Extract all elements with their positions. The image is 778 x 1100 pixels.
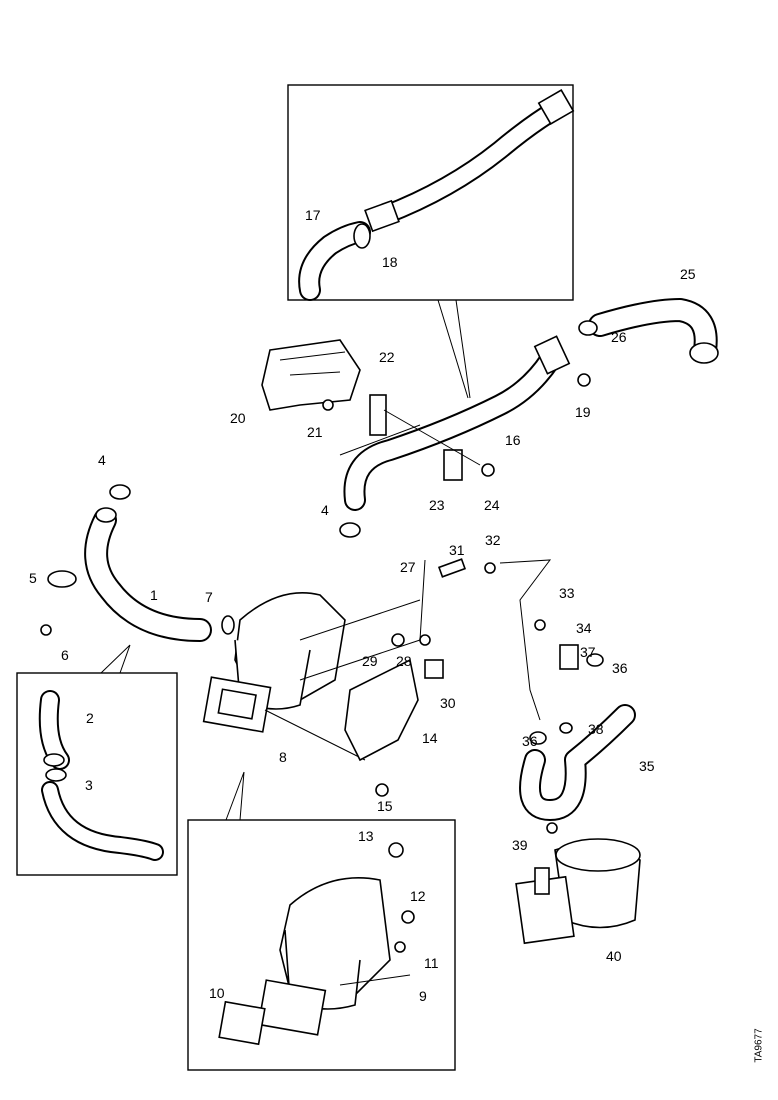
label-7: 7	[205, 589, 213, 605]
label-36a: 36	[612, 660, 628, 676]
bracket-22	[369, 394, 387, 436]
inset-box-left	[16, 672, 178, 876]
nut-24	[481, 463, 495, 477]
inset-callouts	[100, 299, 471, 821]
hose-2-inset	[38, 690, 164, 861]
label-34: 34	[576, 620, 592, 636]
label-29: 29	[362, 653, 378, 669]
label-23: 23	[429, 497, 445, 513]
label-9: 9	[419, 988, 427, 1004]
label-20: 20	[230, 410, 246, 426]
label-13: 13	[358, 828, 374, 844]
bracket-20	[261, 339, 361, 411]
part-labels: 1 2 3 4 4 5 6 7 8 9 10 11 12 13 14 15 16…	[29, 207, 696, 1004]
heater-inset	[218, 842, 415, 1046]
label-24: 24	[484, 497, 500, 513]
label-2: 2	[86, 710, 94, 726]
label-6: 6	[61, 647, 69, 663]
label-38: 38	[588, 721, 604, 737]
pipe-16-inset	[298, 89, 575, 301]
label-30: 30	[440, 695, 456, 711]
hose-35	[519, 644, 636, 834]
hose-25	[578, 298, 719, 364]
hose-1	[40, 484, 361, 642]
label-37: 37	[580, 644, 596, 660]
label-27: 27	[400, 559, 416, 575]
label-28: 28	[396, 653, 412, 669]
heater-unit	[202, 592, 421, 761]
label-16: 16	[505, 432, 521, 448]
label-12: 12	[410, 888, 426, 904]
label-31: 31	[449, 542, 465, 558]
label-10: 10	[209, 985, 225, 1001]
label-18: 18	[382, 254, 398, 270]
bracket-23	[443, 449, 463, 481]
bolt-19	[577, 373, 591, 387]
label-26: 26	[611, 329, 627, 345]
label-33: 33	[559, 585, 575, 601]
label-17: 17	[305, 207, 321, 223]
label-15: 15	[377, 798, 393, 814]
inset-box-top	[287, 84, 574, 301]
label-36b: 36	[522, 733, 538, 749]
label-35: 35	[639, 758, 655, 774]
label-4a: 4	[98, 452, 106, 468]
inset-box-bottom	[187, 819, 456, 1071]
label-32: 32	[485, 532, 501, 548]
cover-14	[344, 658, 419, 762]
label-14: 14	[422, 730, 438, 746]
pipe-16	[339, 335, 571, 511]
label-5: 5	[29, 570, 37, 586]
label-40: 40	[606, 948, 622, 964]
label-3: 3	[85, 777, 93, 793]
label-39: 39	[512, 837, 528, 853]
bolt-15	[375, 783, 389, 797]
label-25: 25	[680, 266, 696, 282]
fuel-line	[391, 558, 552, 721]
label-8: 8	[279, 749, 287, 765]
label-4b: 4	[321, 502, 329, 518]
drawing-code: TA9677	[753, 1028, 765, 1063]
label-21: 21	[307, 424, 323, 440]
label-22: 22	[379, 349, 395, 365]
label-11: 11	[424, 955, 439, 971]
label-1: 1	[150, 587, 158, 603]
label-19: 19	[575, 404, 591, 420]
unit-40	[515, 838, 641, 945]
